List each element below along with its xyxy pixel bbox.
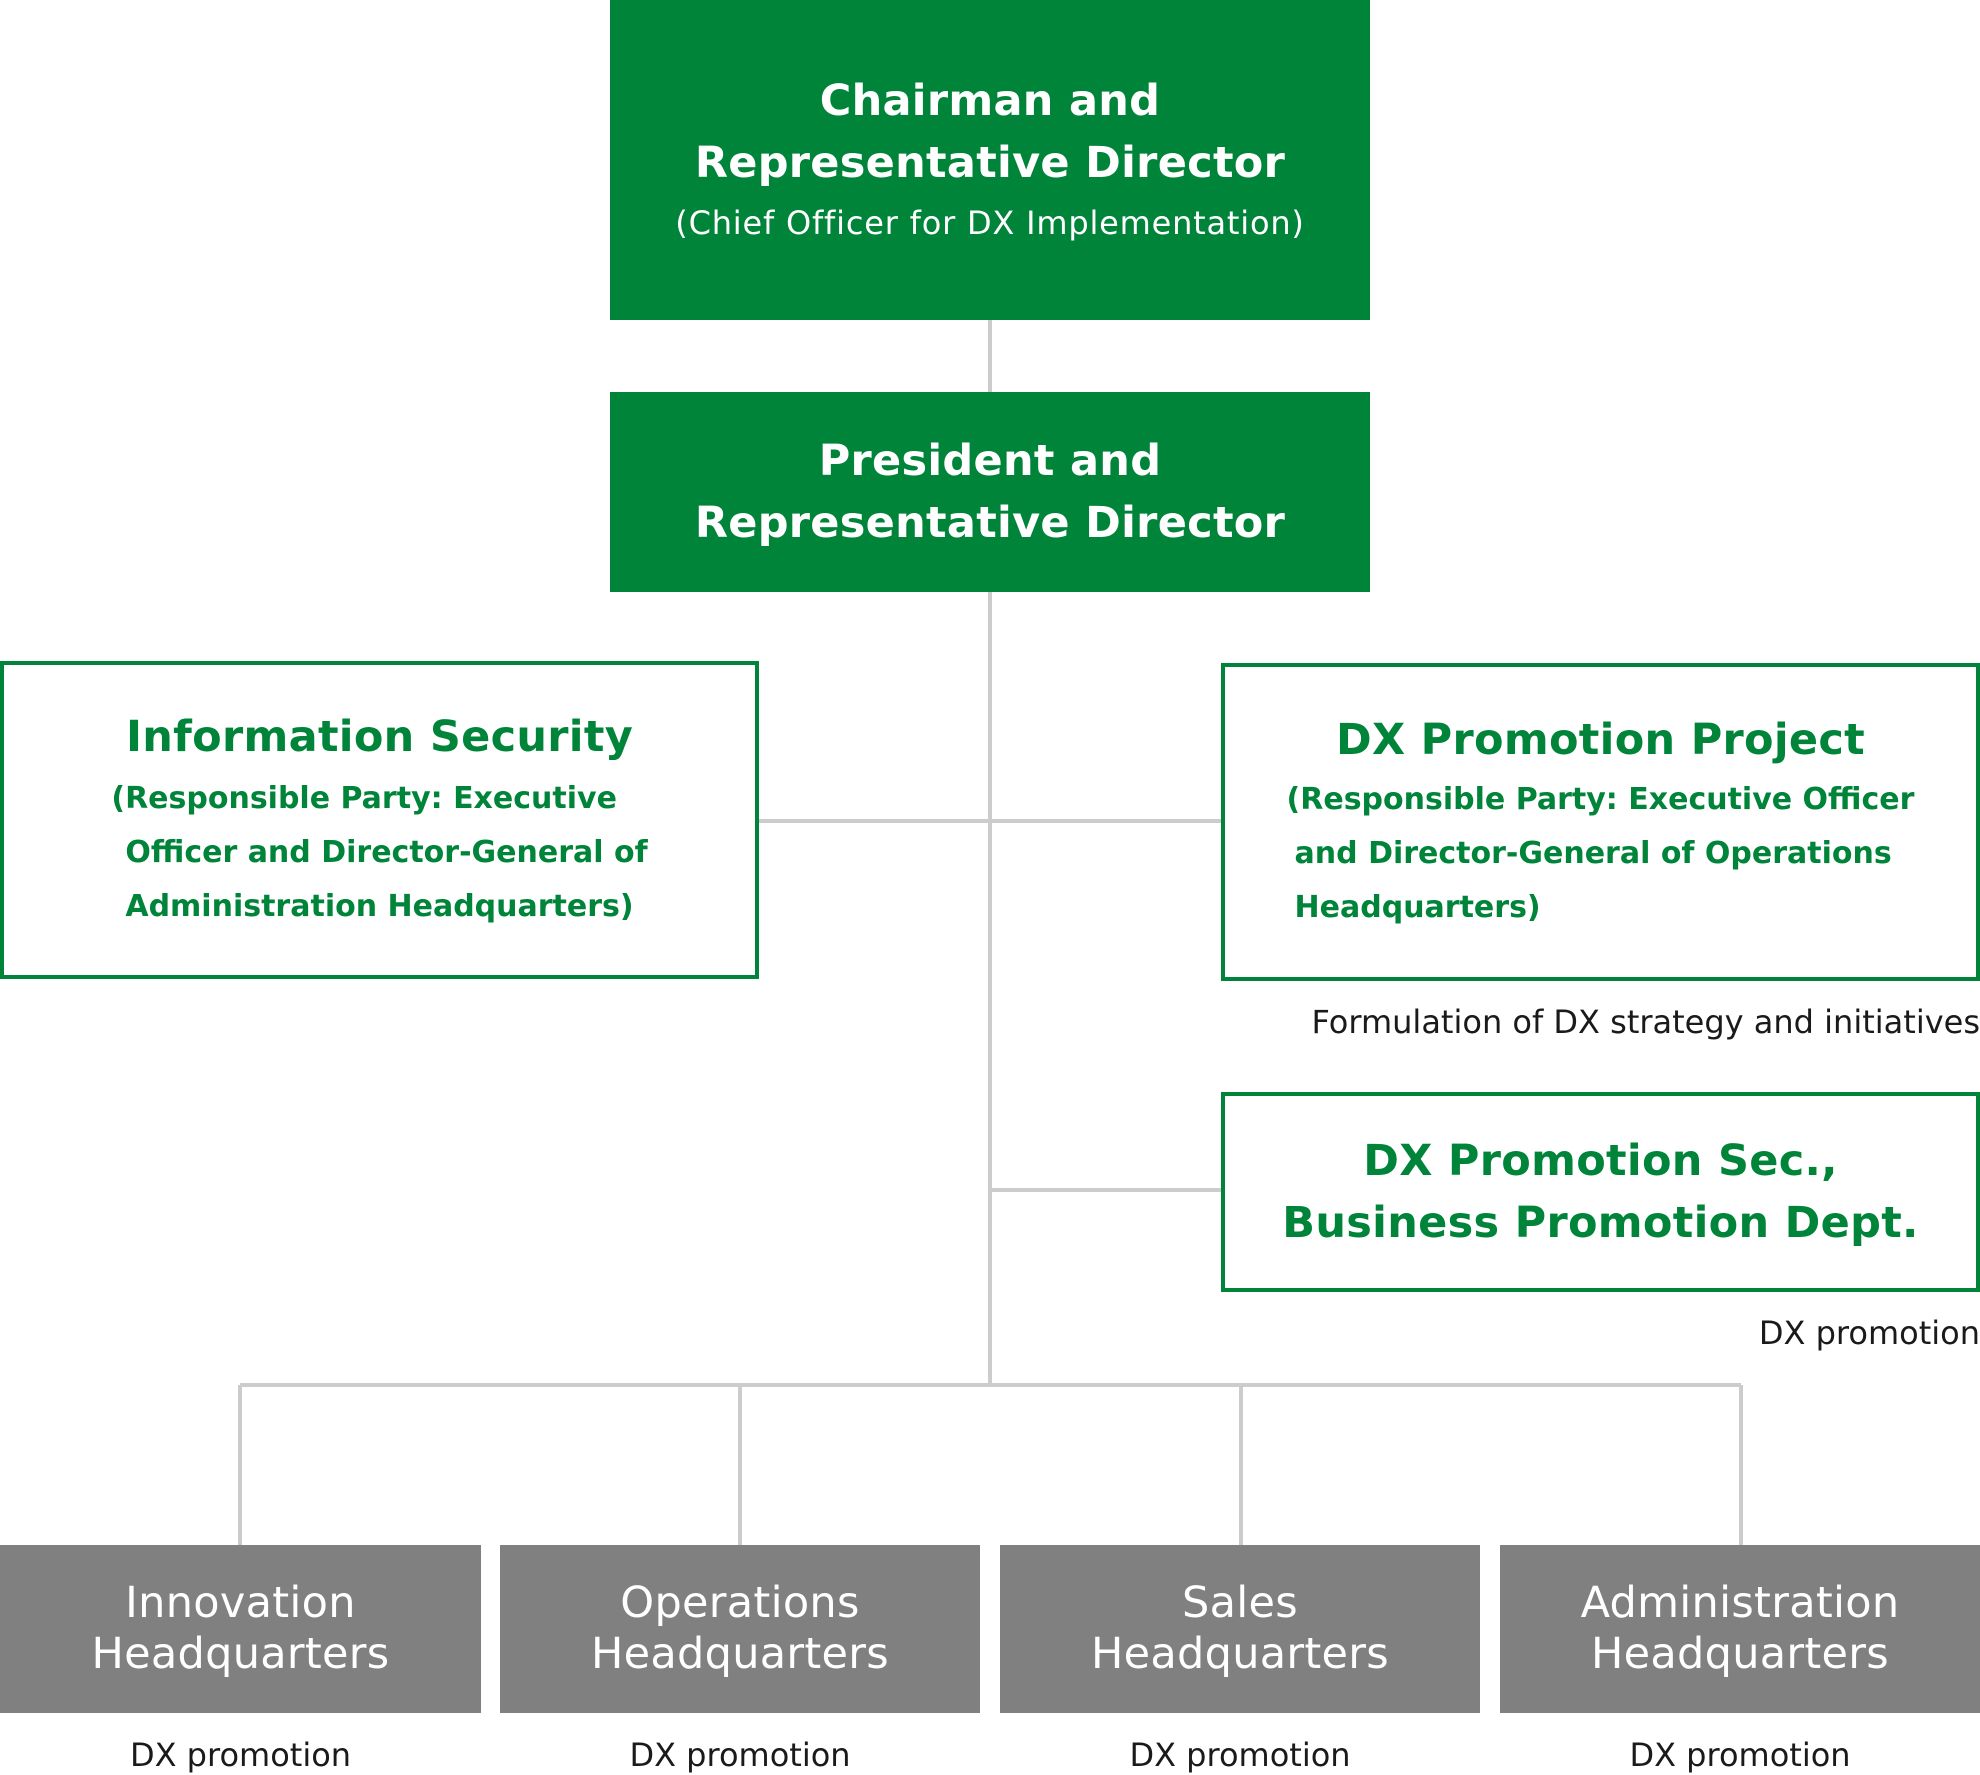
hq-sales-caption: DX promotion	[1129, 1736, 1351, 1774]
chairman-title-line2: Representative Director	[694, 138, 1286, 188]
hq-innovation-caption: DX promotion	[129, 1736, 352, 1774]
dx-project-caption: Formulation of DX strategy and initiativ…	[1311, 1003, 1980, 1041]
dx-section-title-line2: Business Promotion Dept.	[1282, 1198, 1919, 1248]
info-security-note-line1: (Responsible Party: Executive	[111, 781, 617, 816]
hq-sales-line1: Sales	[1182, 1578, 1298, 1628]
president-title-line2: Representative Director	[694, 498, 1286, 548]
president-title-line1: President and	[818, 436, 1162, 486]
dx-project-note-line3: Headquarters)	[1294, 890, 1541, 925]
info-security-note-line3: Administration Headquarters)	[125, 889, 634, 924]
dx-project-title: DX Promotion Project	[1335, 715, 1866, 765]
chairman-title-line1: Chairman and	[819, 76, 1161, 126]
dx-section-title-line1: DX Promotion Sec.,	[1363, 1136, 1838, 1186]
hq-innovation-box: Innovation Headquarters	[0, 1545, 481, 1713]
dx-section-caption: DX promotion	[1758, 1314, 1980, 1352]
hq-operations-box: Operations Headquarters	[500, 1545, 980, 1713]
hq-sales-box: Sales Headquarters	[1000, 1545, 1480, 1713]
hq-operations-caption: DX promotion	[629, 1736, 851, 1774]
info-security-note: (Responsible Party: Executive Officer an…	[111, 772, 647, 934]
hq-operations-line1: Operations	[620, 1578, 860, 1628]
dx-section-box: DX Promotion Sec., Business Promotion De…	[1221, 1092, 1980, 1292]
dx-project-note: (Responsible Party: Executive Officer an…	[1287, 773, 1915, 935]
info-security-box: Information Security (Responsible Party:…	[0, 661, 759, 979]
info-security-note-line2: Officer and Director-General of	[125, 835, 648, 870]
dx-project-box: DX Promotion Project (Responsible Party:…	[1221, 663, 1980, 981]
dx-project-note-line1: (Responsible Party: Executive Officer	[1286, 782, 1915, 817]
hq-innovation-line1: Innovation	[125, 1578, 356, 1628]
hq-administration-caption: DX promotion	[1629, 1736, 1851, 1774]
chairman-subtitle: (Chief Officer for DX Implementation)	[675, 204, 1305, 242]
president-box: President and Representative Director	[610, 392, 1370, 592]
hq-administration-line1: Administration	[1580, 1578, 1900, 1628]
chairman-box: Chairman and Representative Director (Ch…	[610, 0, 1370, 320]
hq-administration-box: Administration Headquarters	[1500, 1545, 1980, 1713]
hq-operations-line2: Headquarters	[590, 1629, 889, 1679]
info-security-title: Information Security	[125, 712, 634, 762]
hq-innovation-line2: Headquarters	[91, 1629, 390, 1679]
dx-project-note-line2: and Director-General of Operations	[1294, 836, 1892, 871]
hq-administration-line2: Headquarters	[1590, 1629, 1889, 1679]
hq-sales-line2: Headquarters	[1090, 1629, 1389, 1679]
